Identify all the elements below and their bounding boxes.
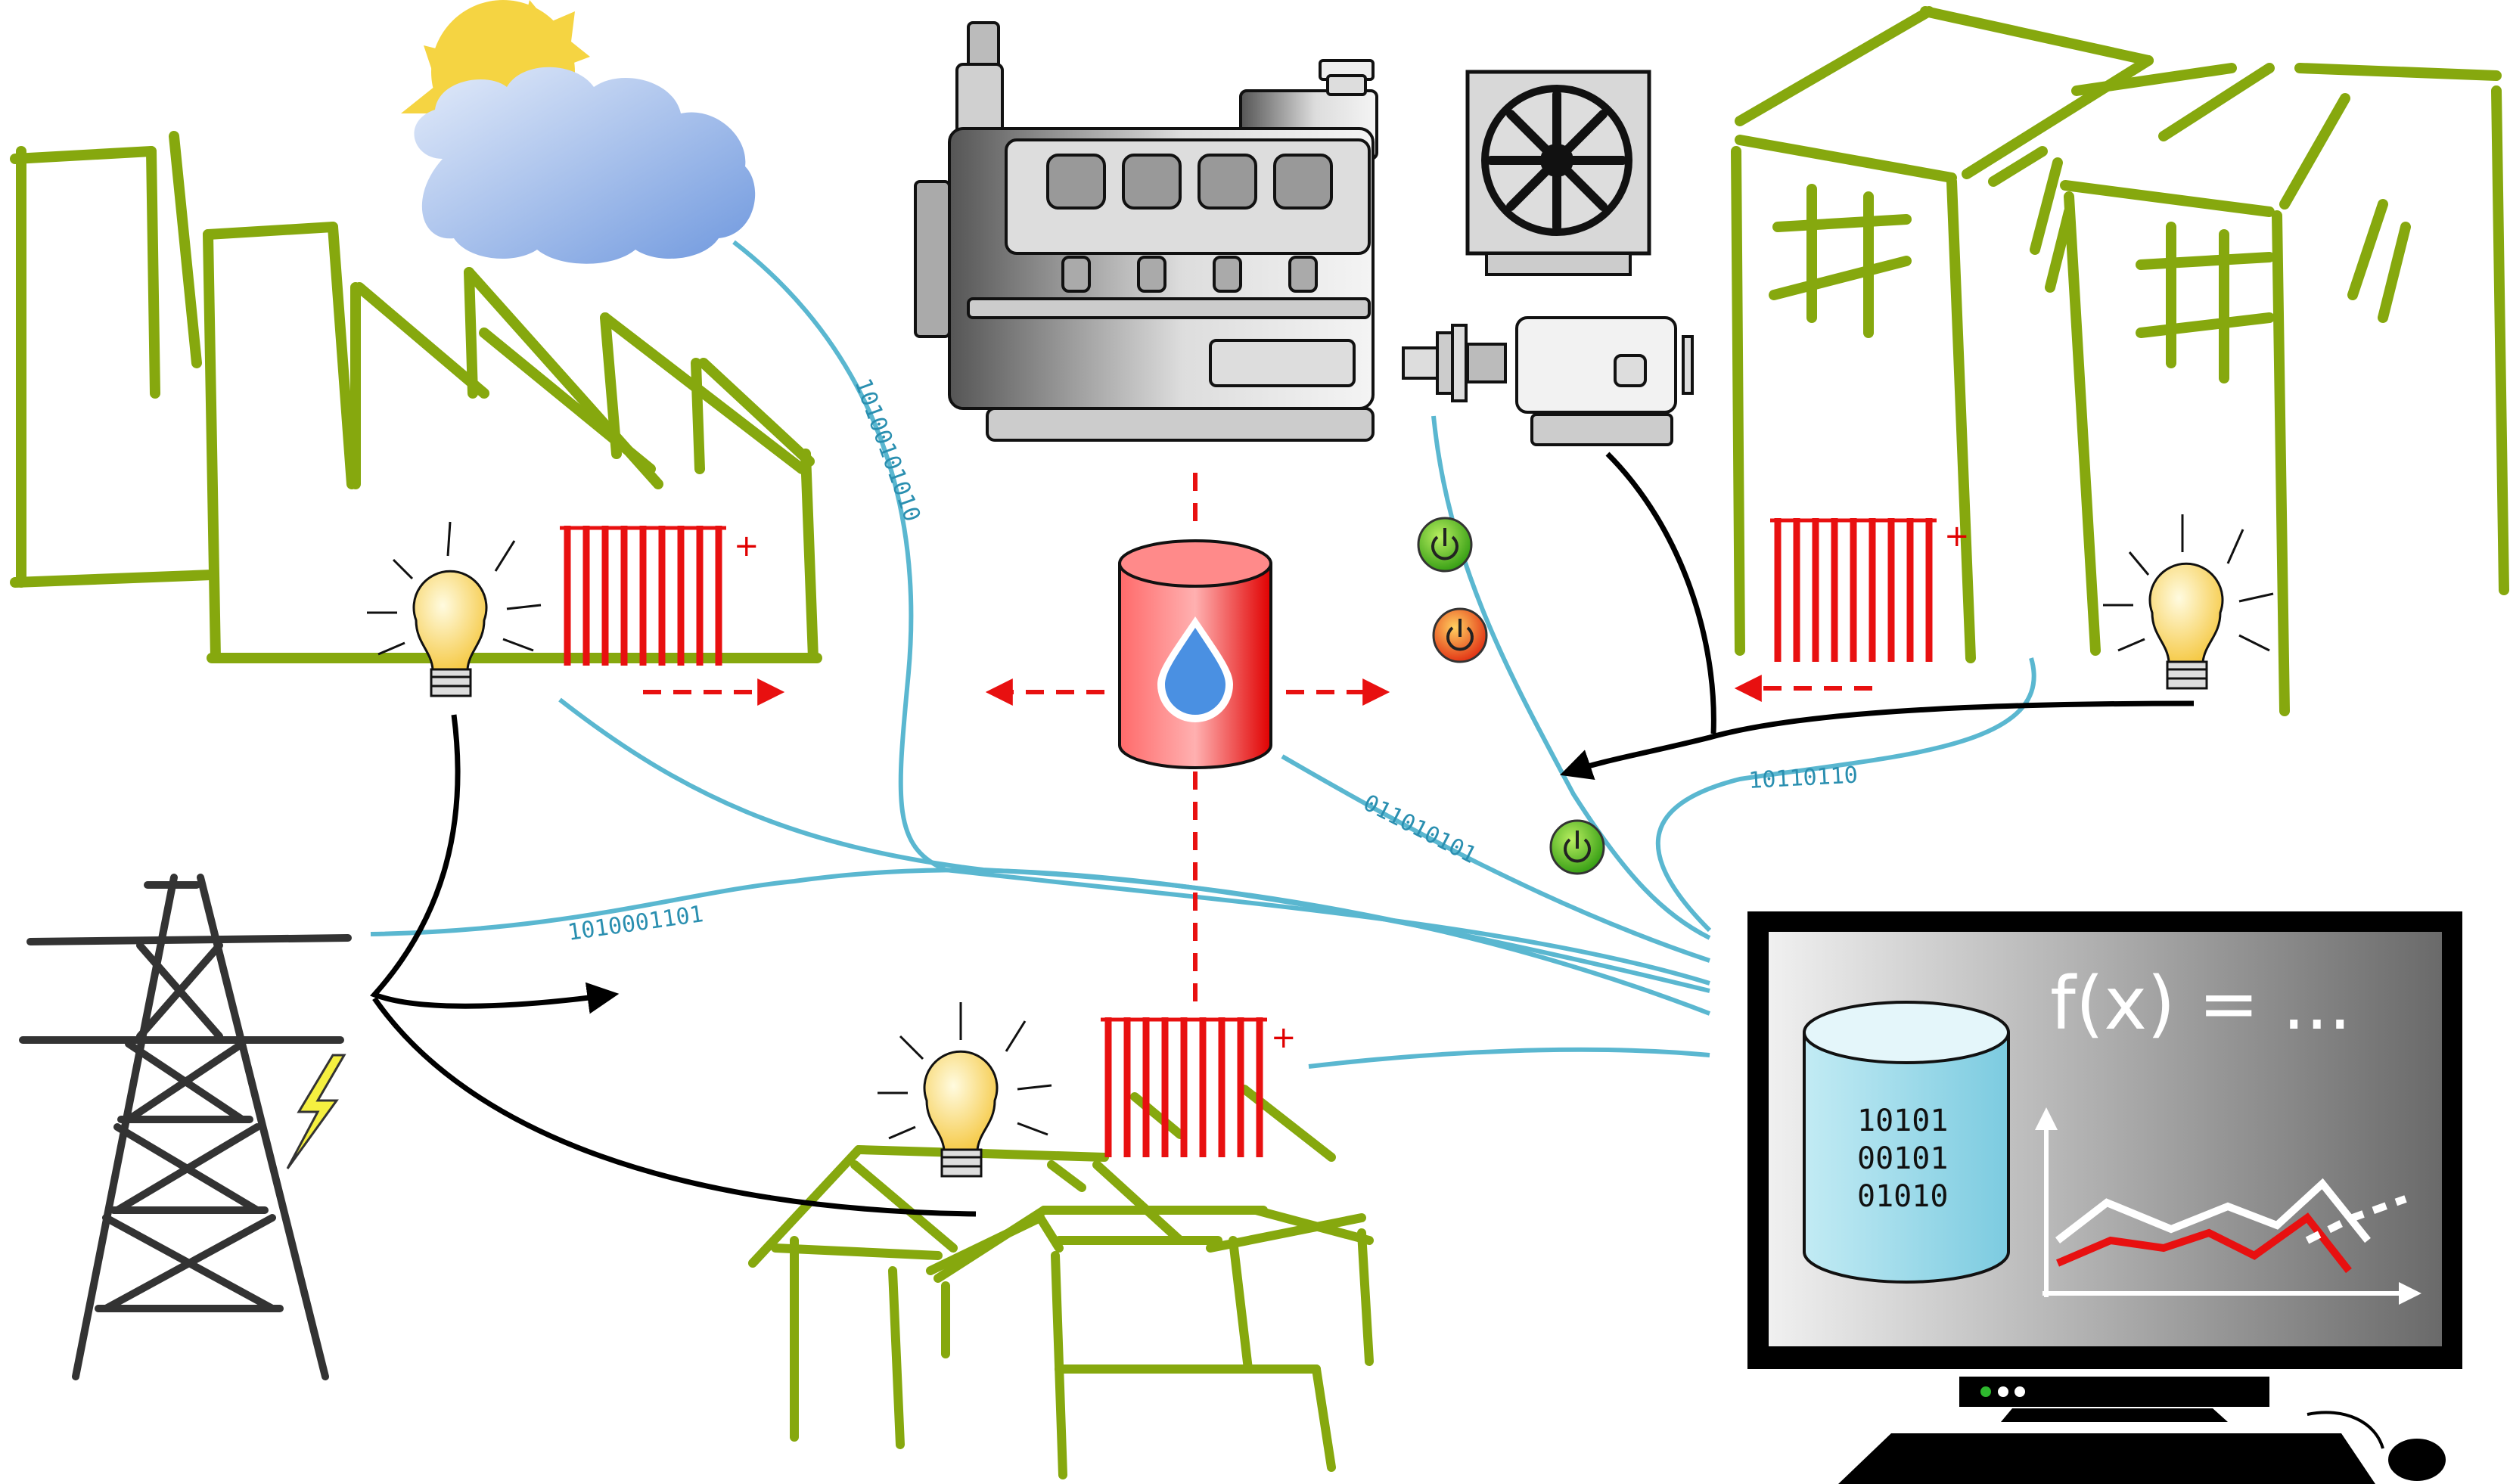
binary-label-office: 10110110 (1748, 762, 1859, 794)
data-network-lines (370, 240, 2036, 1069)
sun-cloud-icon (401, 0, 756, 264)
heater-house (1101, 1017, 1267, 1157)
bulb-office-icon (2103, 514, 2274, 690)
db-binary-line-1: 10101 (1857, 1104, 1948, 1138)
thermal-storage-tank-icon (1118, 539, 1272, 769)
database-icon (1803, 1001, 2010, 1284)
bulb-factory-icon (367, 521, 542, 697)
heater-plus-house: + (1271, 1020, 1297, 1055)
forecast-chart-icon (2035, 1107, 2421, 1305)
power-pylon-icon (19, 874, 352, 1380)
power-lines (370, 452, 2195, 1217)
heat-flow-arrows (643, 473, 1872, 1014)
bulb-house-icon (878, 1002, 1052, 1178)
heater-office (1770, 518, 1937, 662)
fan-cooler-icon (1465, 70, 1651, 276)
heater-plus-factory: + (734, 529, 760, 563)
factory-building (10, 131, 822, 663)
chp-engine-icon (914, 21, 1694, 446)
binary-label-weather: 10100101010 (849, 375, 925, 526)
houses (748, 1085, 1374, 1479)
lightning-icon (286, 1054, 346, 1169)
binary-label-tank: 011010101 (1359, 790, 1480, 869)
office-buildings (1731, 6, 2509, 716)
db-binary-line-2: 00101 (1857, 1141, 1948, 1176)
status-button-on-2[interactable] (1549, 819, 1605, 875)
heater-plus-office: + (1944, 519, 1970, 554)
status-button-off[interactable] (1432, 607, 1488, 663)
status-button-on-1[interactable] (1417, 517, 1473, 573)
formula-text: f(x) = ... (2050, 961, 2352, 1046)
heater-factory (560, 526, 726, 666)
db-binary-line-3: 01010 (1857, 1179, 1948, 1214)
